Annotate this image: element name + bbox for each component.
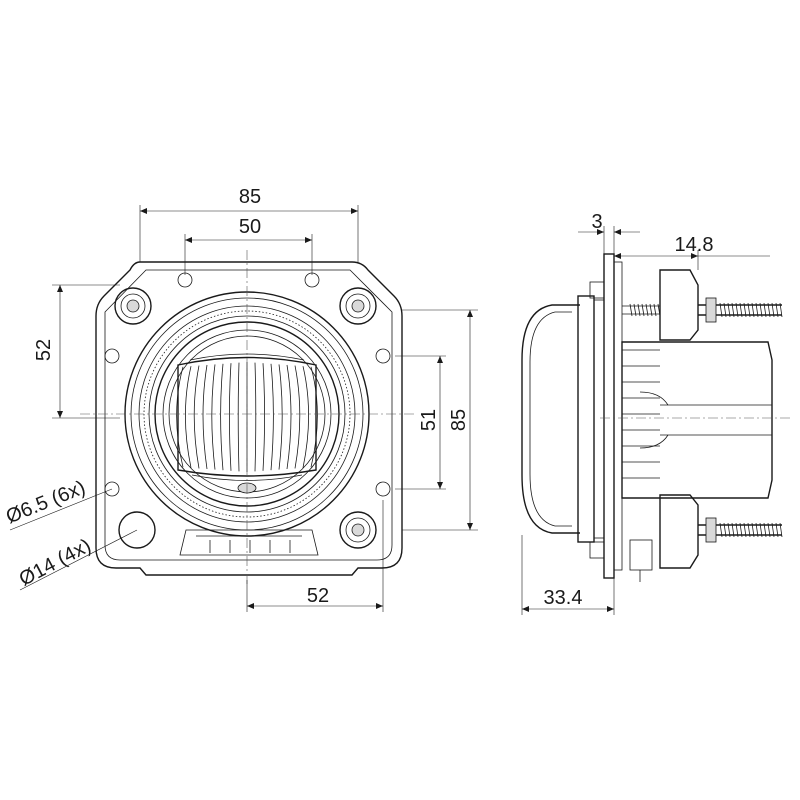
front-view: 85 50 52 51 85 52 Ø6.5 (6x) Ø14 (4x): [3, 186, 478, 612]
front-stud-threads: [622, 303, 661, 317]
stud-bottom: [698, 517, 783, 543]
dim-front-height-right-outer: 85: [448, 409, 470, 431]
mounting-boss-top-left: [114, 287, 152, 325]
rear-boss-bottom: [659, 494, 699, 569]
heat-sink-body: [621, 341, 773, 499]
stud-top: [698, 297, 783, 323]
bottom-connector: [179, 529, 319, 556]
side-flange: [603, 253, 615, 579]
side-view: 3 14.8 33.4: [521, 211, 790, 615]
mounting-boss-top-right: [339, 287, 377, 325]
mounting-boss-bottom-right: [339, 511, 377, 549]
dim-front-height-left: 52: [33, 339, 55, 361]
dim-front-width-inner: 50: [239, 216, 261, 238]
dim-side-depth-rear: 14.8: [675, 234, 714, 256]
dim-hole-large: Ø14 (4x): [16, 535, 95, 591]
lens-ribs: [176, 353, 318, 481]
dim-front-bottom-width: 52: [307, 585, 329, 607]
dim-hole-small: Ø6.5 (6x): [3, 477, 89, 529]
dim-side-depth-front: 33.4: [544, 587, 583, 609]
mounting-hole-large: [118, 511, 156, 549]
small-holes: [104, 272, 391, 497]
front-dimensions: [9, 205, 478, 612]
side-dimensions: [521, 226, 770, 615]
dim-front-height-right-inner: 51: [418, 409, 440, 431]
side-lens-dome: [521, 304, 580, 534]
front-plate-inner-outline: [104, 269, 393, 561]
dim-side-flange: 3: [591, 211, 602, 233]
front-plate-outline: [95, 261, 403, 576]
dim-front-width-outer: 85: [239, 186, 261, 208]
rear-boss-top: [659, 269, 699, 341]
